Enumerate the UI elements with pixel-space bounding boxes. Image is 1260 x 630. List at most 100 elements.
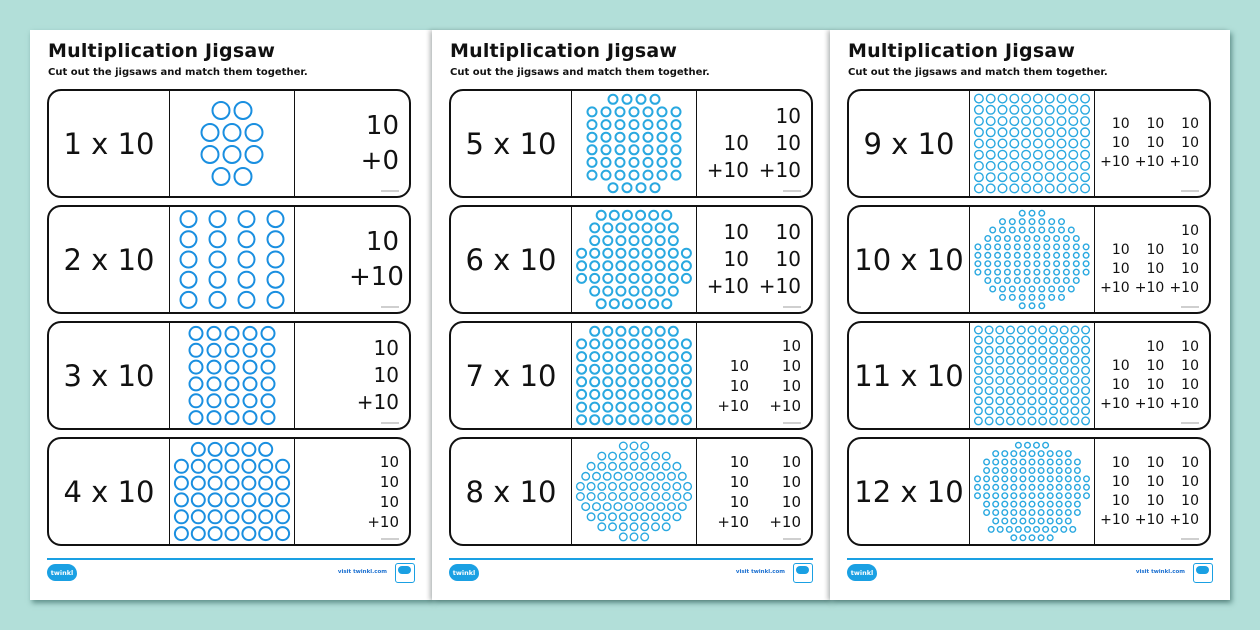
twinkl-logo: twinkl: [449, 564, 479, 581]
answer-term: +10: [356, 390, 399, 414]
worksheet-instructions: Cut out the jigsaws and match them toget…: [450, 67, 710, 78]
answer-term: +10: [1100, 279, 1130, 296]
answer-term: 10: [1181, 260, 1199, 277]
jigsaw-question: 4 x 10: [49, 439, 170, 544]
answer-term: +10: [717, 396, 749, 415]
answer-term: 10: [775, 220, 801, 244]
answer-term: 10: [1111, 241, 1130, 258]
answer-term: [697, 103, 749, 130]
answer-term: 10: [1181, 376, 1199, 393]
answer-term: 10: [1181, 473, 1199, 490]
answer-term: 10: [723, 220, 749, 244]
jigsaw-question: 8 x 10: [451, 439, 572, 544]
jigsaw-picture: [970, 207, 1095, 312]
counter-circles: [974, 209, 1090, 310]
jigsaw-picture: [572, 207, 697, 312]
answer-term: 10: [1181, 116, 1199, 132]
answer-term: [697, 336, 749, 356]
visit-link[interactable]: visit twinkl.com: [1135, 569, 1185, 575]
answer-term: 10: [373, 336, 399, 360]
answer-term: 10: [1146, 492, 1165, 509]
answer-term: 10: [781, 492, 801, 511]
answer-term: +0: [360, 145, 399, 176]
answer-term: 10: [775, 131, 801, 155]
answer-term: 10: [1181, 492, 1199, 509]
answer-term: [1130, 222, 1165, 241]
jigsaw-strip: 1 x 10 10 +0: [47, 89, 411, 198]
counter-circles: [576, 209, 692, 310]
watermark: [381, 538, 399, 540]
jigsaw-question: 6 x 10: [451, 207, 572, 312]
answer-term: 10: [1181, 454, 1199, 471]
answer-term: +10: [1134, 279, 1165, 296]
answer-term: 10: [1111, 473, 1130, 490]
footer-divider: [449, 558, 813, 560]
answer-term: +10: [1100, 511, 1130, 528]
jigsaw-picture: [572, 439, 697, 544]
jigsaw-question: 1 x 10: [49, 91, 170, 196]
counter-circles: [575, 441, 693, 542]
footer-divider: [847, 558, 1213, 560]
watermark: [783, 422, 801, 424]
answer-term: 10: [723, 131, 749, 155]
watermark: [1181, 422, 1199, 424]
answer-term: 10: [1181, 222, 1199, 239]
jigsaw-question: 7 x 10: [451, 323, 572, 428]
watermark: [1181, 190, 1199, 192]
visit-link[interactable]: visit twinkl.com: [735, 569, 785, 575]
answer-term: 10: [1111, 492, 1130, 509]
worksheet-instructions: Cut out the jigsaws and match them toget…: [48, 67, 308, 78]
answer-term: +10: [1169, 395, 1199, 412]
answer-term: 10: [379, 472, 399, 491]
jigsaw-question: 12 x 10: [849, 439, 970, 544]
answer-term: 10: [365, 226, 399, 257]
jigsaw-question: 9 x 10: [849, 91, 970, 196]
watermark: [381, 422, 399, 424]
answer-term: +10: [1169, 154, 1199, 170]
counter-circles: [179, 210, 285, 309]
answer-term: 10: [781, 472, 801, 491]
answer-term: +10: [1169, 279, 1199, 296]
twinkl-logo: twinkl: [847, 564, 877, 581]
jigsaw-question: 3 x 10: [49, 323, 170, 428]
jigsaw-picture: [970, 91, 1095, 196]
counter-circles: [188, 325, 276, 426]
watermark: [1181, 538, 1199, 540]
visit-link[interactable]: visit twinkl.com: [337, 569, 387, 575]
worksheet-instructions: Cut out the jigsaws and match them toget…: [848, 67, 1108, 78]
watermark: [783, 306, 801, 308]
counter-circles: [200, 101, 264, 186]
answer-term: 10: [781, 336, 801, 355]
jigsaw-picture: [572, 91, 697, 196]
answer-term: +10: [769, 396, 801, 415]
counter-circles: [973, 325, 1091, 426]
counter-circles: [576, 325, 692, 426]
worksheet-title: Multiplication Jigsaw: [450, 40, 678, 62]
answer-term: 10: [1181, 338, 1199, 355]
answer-term: 10: [781, 376, 801, 395]
answer-term: +10: [349, 261, 404, 292]
jigsaw-picture: [170, 91, 295, 196]
answer-term: 10: [365, 110, 399, 141]
answer-term: +10: [1169, 511, 1199, 528]
jigsaw-question: 10 x 10: [849, 207, 970, 312]
counter-circles: [973, 441, 1090, 542]
answer-term: 10: [1181, 135, 1199, 151]
answer-term: 10: [1111, 454, 1130, 471]
worksheet-title: Multiplication Jigsaw: [48, 40, 276, 62]
jigsaw-picture: [572, 323, 697, 428]
answer-term: +10: [1134, 154, 1165, 170]
jigsaw-picture: [970, 323, 1095, 428]
answer-term: 10: [781, 452, 801, 471]
